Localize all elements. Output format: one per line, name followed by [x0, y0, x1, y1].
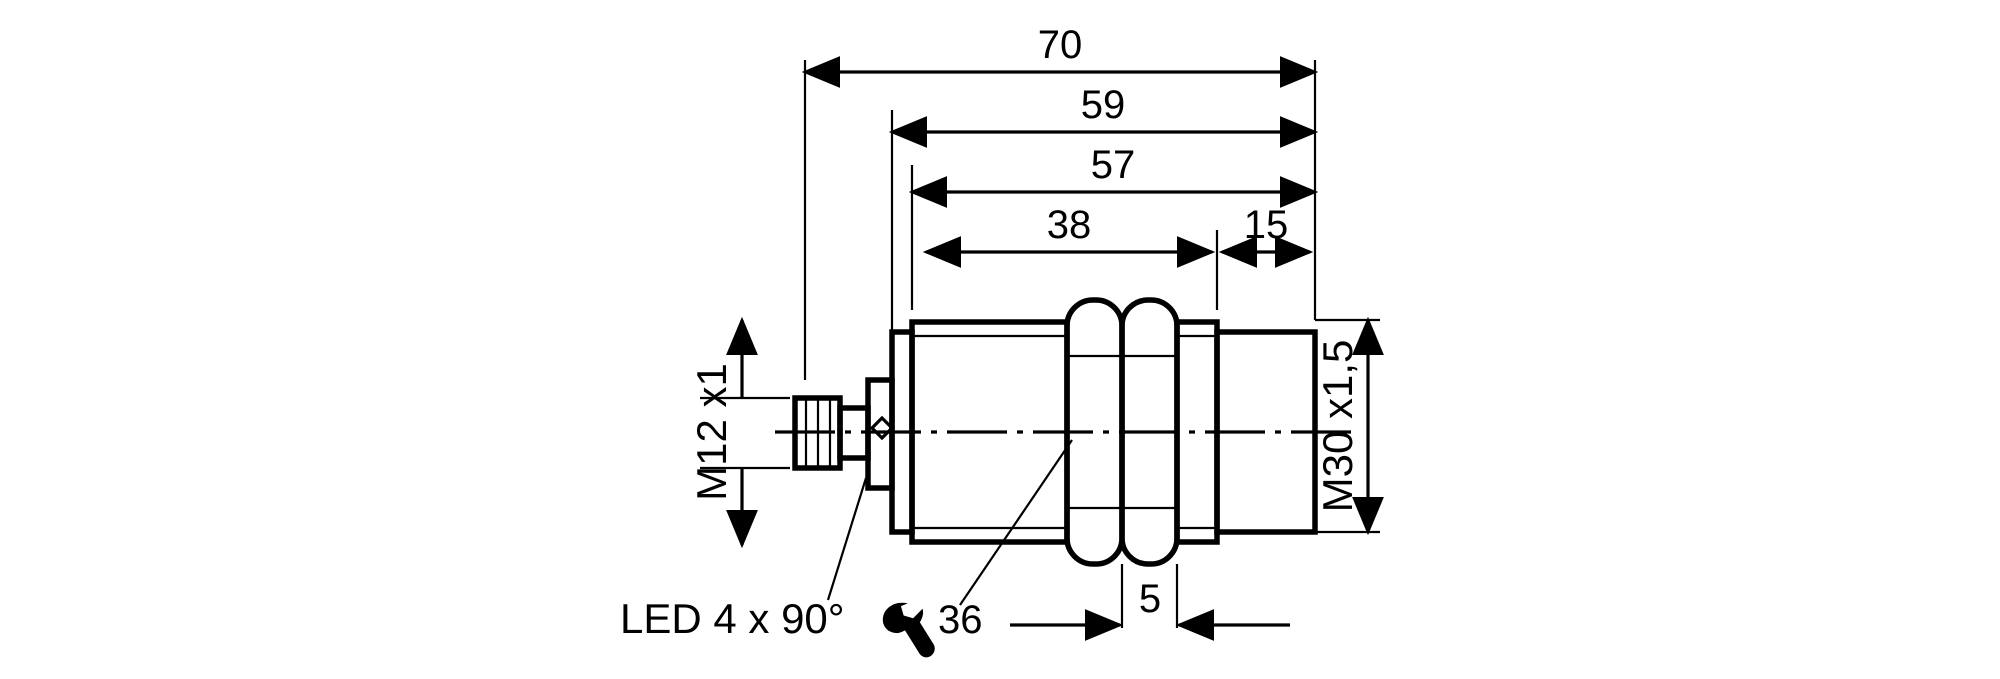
dimension-57: 57	[908, 143, 1319, 208]
dimension-57-label: 57	[1091, 143, 1136, 187]
dimension-5-label: 5	[1139, 577, 1161, 621]
wrench-size-group: 36	[882, 598, 983, 658]
dimension-70-label: 70	[1038, 23, 1083, 67]
dimension-15-label: 15	[1244, 203, 1289, 247]
dimension-m30: M30 x1,5	[1314, 316, 1384, 536]
wrench-leader	[959, 439, 1073, 606]
extension-lines	[700, 60, 1380, 628]
sensor-body-group	[775, 297, 1360, 567]
led-note-label: LED 4 x 90°	[620, 595, 845, 642]
thread-body-label: M30 x1,5	[1314, 340, 1361, 513]
led-leader: LED 4 x 90°	[620, 477, 868, 642]
dimension-59: 59	[888, 83, 1319, 148]
dimension-m12: M12 x1	[688, 316, 758, 549]
dimension-70: 70	[801, 23, 1319, 88]
wrench-icon	[882, 602, 935, 658]
thread-connector-label: M12 x1	[688, 363, 735, 501]
dimension-38: 38	[922, 203, 1216, 268]
dimension-59-label: 59	[1081, 83, 1126, 127]
dimension-5: 5	[1010, 577, 1290, 641]
wrench-size-label: 36	[938, 598, 983, 642]
dimension-15: 15	[1218, 203, 1314, 268]
dimension-38-label: 38	[1047, 203, 1092, 247]
